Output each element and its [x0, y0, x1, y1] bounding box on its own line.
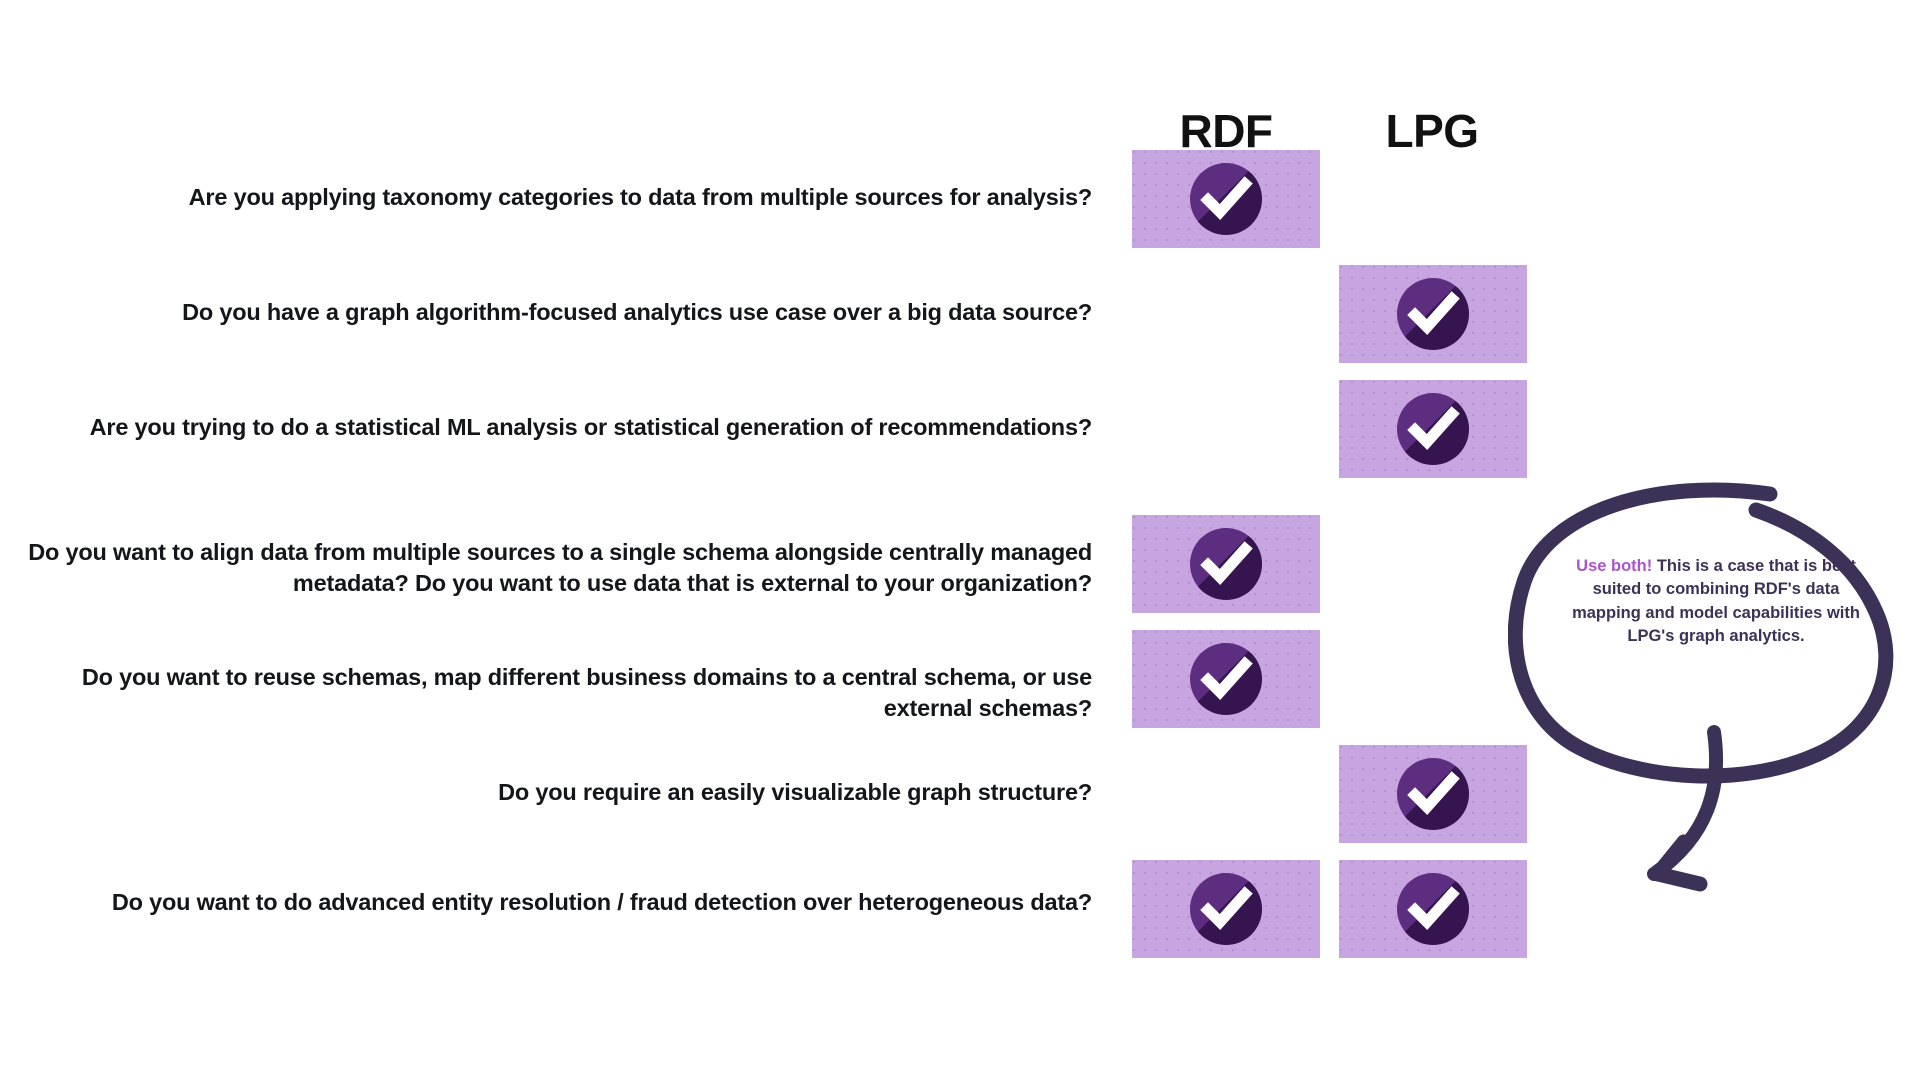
question-row: Are you applying taxonomy categories to …: [0, 182, 1110, 213]
check-icon: [1397, 758, 1469, 830]
question-text: Do you want to align data from multiple …: [28, 539, 1092, 597]
check-icon: [1190, 163, 1262, 235]
check-icon: [1190, 528, 1262, 600]
check-icon: [1190, 643, 1262, 715]
column-header-rdf: RDF: [1179, 105, 1273, 157]
row-4-rdf-check[interactable]: [1132, 515, 1320, 613]
row-1-rdf-check[interactable]: [1132, 150, 1320, 248]
question-text: Do you want to reuse schemas, map differ…: [81, 664, 1092, 722]
row-5-rdf-check[interactable]: [1132, 630, 1320, 728]
question-row: Do you want to align data from multiple …: [0, 537, 1110, 600]
question-text: Do you want to do advanced entity resolu…: [111, 889, 1092, 915]
annotation-arrow-icon: [1508, 482, 1894, 892]
column-header-lpg: LPG: [1385, 105, 1479, 157]
question-text: Do you require an easily visualizable gr…: [498, 779, 1092, 805]
check-mark-glyph: [1200, 886, 1253, 931]
row-3-lpg-check[interactable]: [1339, 380, 1527, 478]
check-mark-glyph: [1407, 291, 1460, 336]
check-icon: [1397, 873, 1469, 945]
question-text: Do you have a graph algorithm-focused an…: [182, 299, 1092, 325]
check-icon: [1397, 278, 1469, 350]
annotation-text: Use both! This is a case that is best su…: [1570, 555, 1862, 649]
row-7-rdf-check[interactable]: [1132, 860, 1320, 958]
check-mark-glyph: [1200, 656, 1253, 701]
annotation-callout: Use both! This is a case that is best su…: [1508, 470, 1920, 930]
question-row: Do you have a graph algorithm-focused an…: [0, 297, 1110, 328]
question-row: Do you want to reuse schemas, map differ…: [0, 662, 1110, 725]
check-mark-glyph: [1200, 541, 1253, 586]
check-mark-glyph: [1407, 406, 1460, 451]
question-row: Are you trying to do a statistical ML an…: [0, 412, 1110, 443]
annotation-lead: Use both!: [1576, 557, 1653, 575]
annotation-body: This is a case that is best suited to co…: [1572, 557, 1860, 646]
question-text: Are you applying taxonomy categories to …: [188, 184, 1093, 210]
check-icon: [1397, 393, 1469, 465]
row-6-lpg-check[interactable]: [1339, 745, 1527, 843]
check-mark-glyph: [1407, 771, 1460, 816]
question-row: Do you want to do advanced entity resolu…: [0, 887, 1110, 918]
check-icon: [1190, 873, 1262, 945]
question-text: Are you trying to do a statistical ML an…: [89, 414, 1093, 440]
row-7-lpg-check[interactable]: [1339, 860, 1527, 958]
row-2-lpg-check[interactable]: [1339, 265, 1527, 363]
check-mark-glyph: [1407, 886, 1460, 931]
check-mark-glyph: [1200, 176, 1253, 221]
question-row: Do you require an easily visualizable gr…: [0, 777, 1110, 808]
